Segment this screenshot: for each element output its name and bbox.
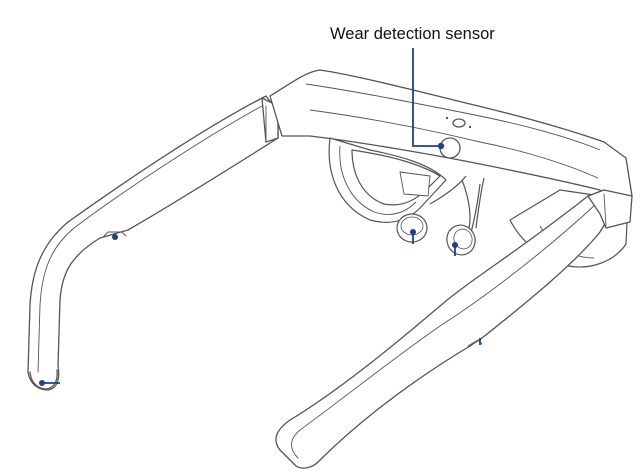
wear-sensor-leader-line	[412, 48, 440, 147]
left-temple-arm	[27, 95, 279, 391]
markers	[39, 48, 481, 386]
front-frame	[269, 69, 633, 203]
left-nose-pad-marker-dot	[410, 229, 416, 235]
wear-detection-sensor-label: Wear detection sensor	[330, 25, 495, 43]
right-nose-pad-marker-dot	[452, 242, 458, 248]
right-temple-arm	[275, 189, 633, 469]
left-arm-marker-dot	[112, 234, 118, 240]
wear-sensor-marker-dot	[437, 142, 445, 150]
left-arm-end-marker-dot	[39, 380, 45, 386]
